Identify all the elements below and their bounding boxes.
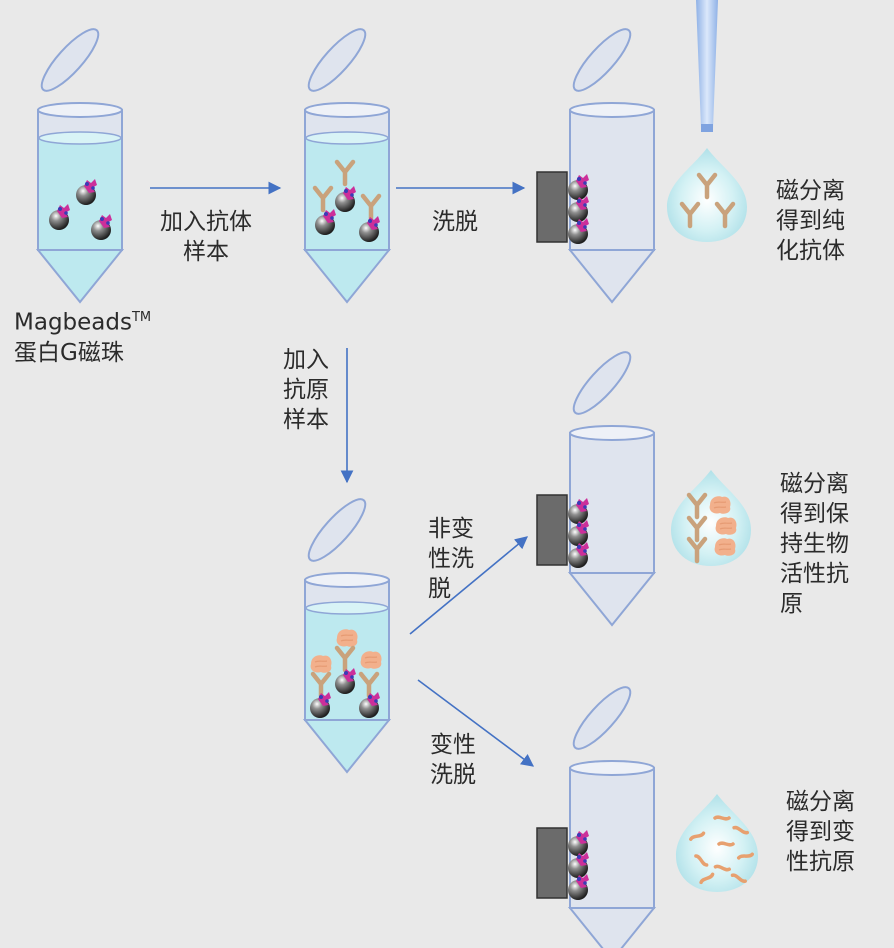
label-beads: MagbeadsTM 蛋白G磁珠 (14, 309, 152, 366)
arrow-nondenaturing (409, 536, 528, 635)
label-add-antibody: 加入抗体 样本 (160, 209, 252, 265)
label-nondenaturing: 非变 性洗 脱 (428, 516, 474, 602)
arrow-denaturing (417, 679, 535, 767)
tube-antigen-bound (300, 491, 390, 773)
tube-magnet-native (565, 344, 655, 626)
tube-beads (33, 21, 123, 304)
magnet-beads-3 (568, 830, 589, 900)
magnet-3 (536, 827, 568, 899)
pipette (696, 0, 718, 132)
label-add-antigen: 加入 抗原 样本 (283, 347, 329, 433)
drop-active-antigen (671, 470, 751, 566)
label-elute: 洗脱 (432, 209, 478, 235)
tube-magnet-elution (565, 21, 655, 304)
magnet-2 (536, 494, 568, 566)
magnet-beads-2 (568, 498, 589, 568)
label-active-antigen: 磁分离 得到保 持生物 活性抗 原 (780, 471, 849, 617)
magnet-1 (536, 171, 568, 243)
label-denaturing: 变性 洗脱 (430, 732, 476, 788)
tube-antibody-bound (300, 21, 390, 304)
drop-denatured-antigen (676, 794, 758, 892)
label-denatured-antigen: 磁分离 得到变 性抗原 (786, 789, 855, 875)
label-pure-antibody: 磁分离 得到纯 化抗体 (776, 178, 845, 264)
magnet-beads-1 (568, 174, 589, 244)
tube-magnet-denatured (565, 679, 655, 948)
drop-pure-antibody (667, 148, 747, 242)
